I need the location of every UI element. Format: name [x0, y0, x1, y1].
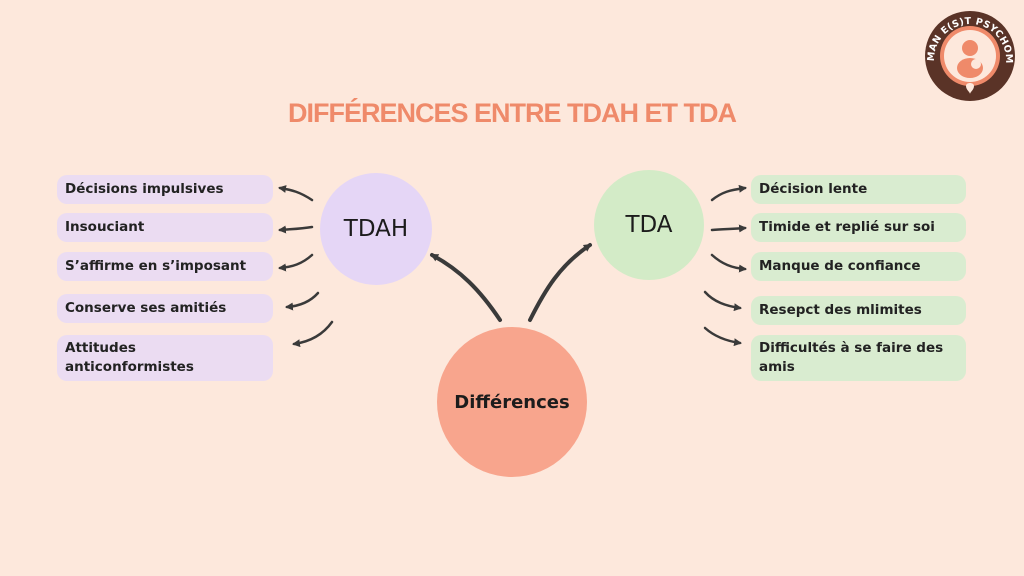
tdah-item: S’affirme en s’imposant [57, 252, 273, 281]
arrow-tdah-1 [278, 185, 314, 202]
differences-node: Différences [437, 327, 587, 477]
arrow-tda-3 [710, 253, 747, 273]
arrow-tdah-5 [292, 320, 334, 348]
arrow-tda-5 [703, 326, 742, 347]
tdah-node: TDAH [320, 173, 432, 285]
arrow-differences-to-tdah [430, 253, 502, 322]
arrow-tdah-4 [285, 291, 320, 311]
tda-node: TDA [594, 170, 704, 280]
arrow-tda-1 [710, 184, 747, 202]
heart-icon [966, 83, 974, 94]
tdah-item: Conserve ses amitiés [57, 294, 273, 323]
tdah-item: Décisions impulsives [57, 175, 273, 204]
arrow-tdah-3 [278, 253, 314, 272]
arrow-tda-4 [703, 290, 742, 312]
tda-item: Difficultés à se faire des amis [751, 335, 966, 381]
page-title: DIFFÉRENCES ENTRE TDAH ET TDA [287, 98, 737, 128]
tda-item: Timide et replié sur soi [751, 213, 966, 242]
mother-head-icon [962, 40, 978, 56]
arrow-tda-2 [710, 224, 747, 233]
tda-item: Manque de confiance [751, 252, 966, 281]
arrow-tdah-2 [278, 225, 314, 234]
tdah-label: TDAH [343, 216, 409, 242]
tdah-item: Attitudes anticonformistes [57, 335, 273, 381]
tda-label: TDA [625, 212, 673, 238]
baby-icon [971, 59, 981, 69]
brand-logo: MAMAN E(S)T PSYCHOMOT [924, 10, 1015, 101]
tdah-item: Insouciant [57, 213, 273, 242]
arrow-differences-to-tda [528, 243, 592, 322]
differences-label: Différences [454, 391, 570, 413]
tda-item: Décision lente [751, 175, 966, 204]
tda-item: Resepct des mlimites [751, 296, 966, 325]
